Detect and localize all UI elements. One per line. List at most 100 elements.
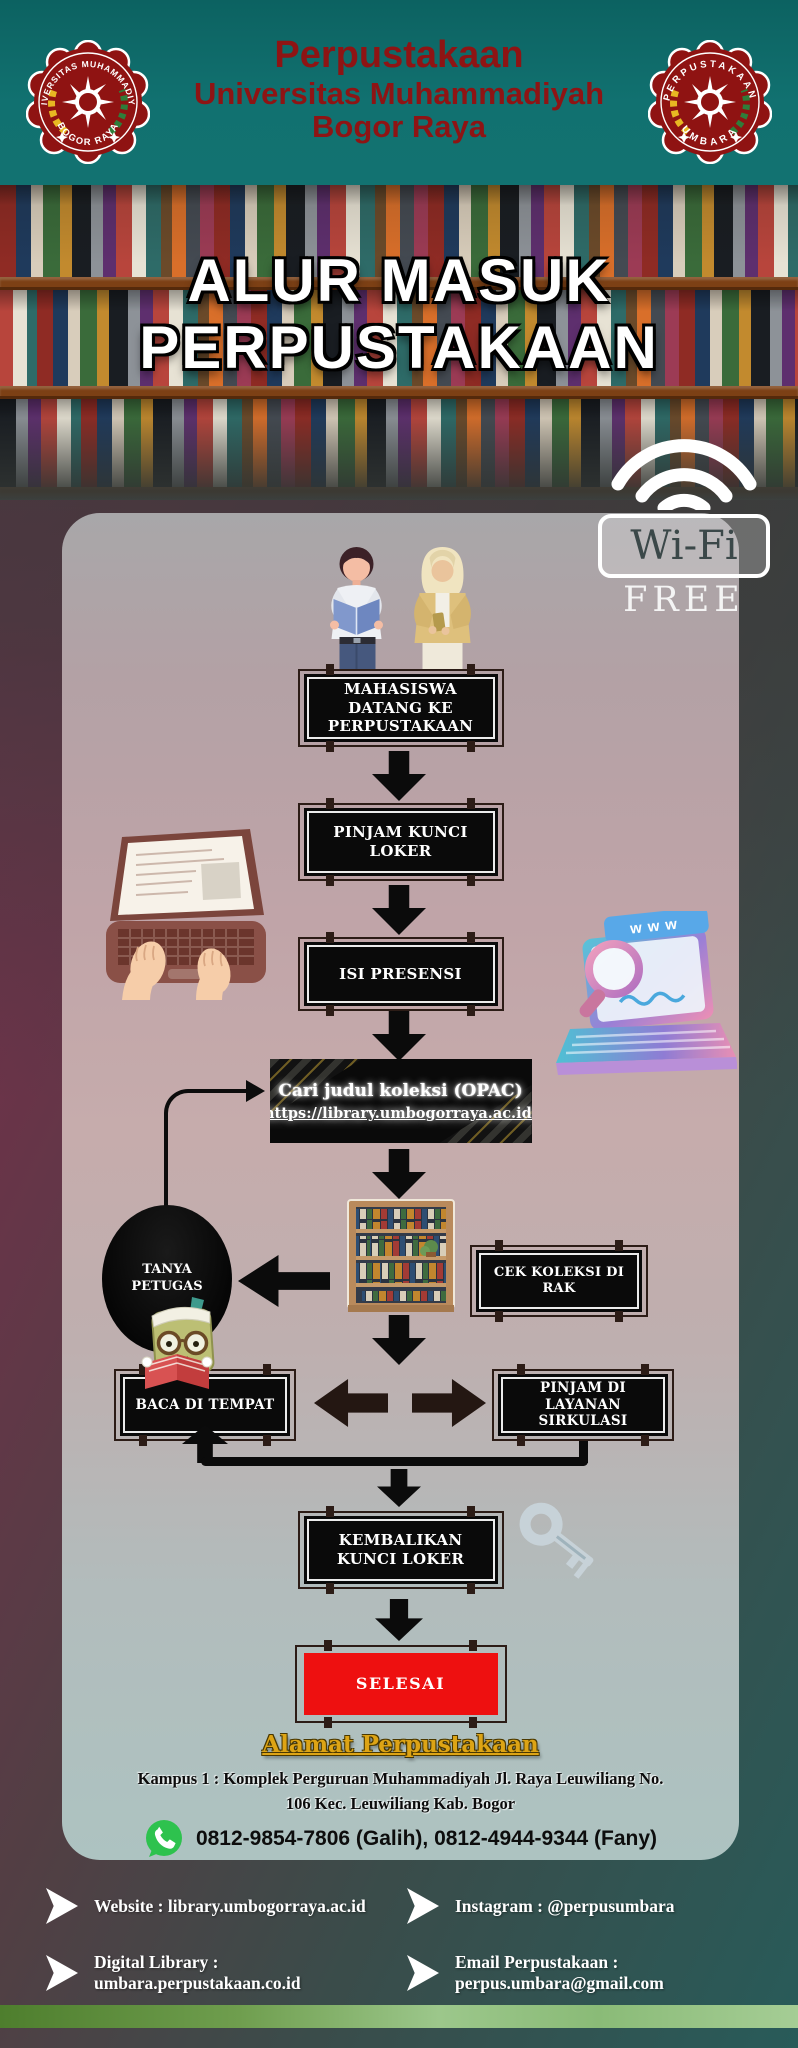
footer-label[interactable]: Instagram : @perpusumbara xyxy=(455,1895,675,1916)
address-line1: Kampus 1 : Komplek Perguruan Muhammadiya… xyxy=(137,1769,664,1788)
arrow-right-icon xyxy=(246,1080,265,1102)
loop-connector xyxy=(164,1089,250,1209)
flow-step-mahasiswa-datang: MAHASISWA DATANG KE PERPUSTAKAAN xyxy=(297,664,504,752)
connector-line xyxy=(201,1443,210,1463)
footer-links: Website : library.umbogorraya.ac.id Inst… xyxy=(0,1888,798,1994)
frame-square xyxy=(139,1364,148,1375)
flow-step-opac: Cari judul koleksi (OPAC) https://librar… xyxy=(269,1059,532,1143)
header-title-line1: Perpustakaan xyxy=(274,34,524,76)
frame-square xyxy=(468,1640,477,1651)
flow-step-kembalikan-kunci: KEMBALIKAN KUNCI LOKER xyxy=(297,1506,504,1594)
frame-square xyxy=(466,1583,475,1594)
frame-square xyxy=(466,932,475,943)
arrow-down-icon xyxy=(372,1149,426,1199)
frame-square xyxy=(517,1364,526,1375)
opac-title: Cari judul koleksi (OPAC) xyxy=(278,1080,523,1101)
wifi-label: Wi-Fi xyxy=(598,514,770,578)
frame-square xyxy=(326,664,335,675)
footer-item-email: Email Perpustakaan : perpus.umbara@gmail… xyxy=(407,1952,768,1994)
yellow-wreath xyxy=(48,88,69,135)
laptop-typing-illustration xyxy=(106,829,266,1000)
header-title-line3: Bogor Raya xyxy=(312,109,486,145)
frame-square xyxy=(517,1435,526,1446)
flow-step-label: BACA DI TEMPAT xyxy=(135,1396,275,1413)
footer-label[interactable]: Website : library.umbogorraya.ac.id xyxy=(94,1895,366,1916)
frame-square xyxy=(326,875,335,886)
address-line2: 106 Kec. Leuwiliang Kab. Bogor xyxy=(285,1793,516,1813)
flow-step-label: PINJAM KUNCI LOKER xyxy=(333,823,468,860)
flow-step-cek-koleksi: CEK KOLEKSI DI RAK xyxy=(470,1240,648,1322)
frame-square xyxy=(494,1240,503,1251)
flow-step-label: CEK KOLEKSI DI RAK xyxy=(493,1264,625,1296)
chevron-right-icon xyxy=(46,1888,78,1924)
frame-square xyxy=(466,741,475,752)
arrow-down-icon xyxy=(372,885,426,935)
frame-square xyxy=(326,1005,335,1016)
frame-square xyxy=(466,875,475,886)
wifi-badge: Wi-Fi FREE xyxy=(588,418,780,620)
green-stripe xyxy=(0,2005,798,2028)
frame-square xyxy=(326,1583,335,1594)
frame-square xyxy=(468,1717,477,1728)
flow-step-label: ISI PRESENSI xyxy=(339,964,462,983)
address-text: Kampus 1 : Komplek Perguruan Muhammadiya… xyxy=(111,1767,691,1817)
key-icon xyxy=(519,1502,594,1579)
frame-square xyxy=(324,1640,333,1651)
poster-title-line1: ALUR MASUK xyxy=(187,247,611,314)
poster-title-line2: PERPUSTAKAAN xyxy=(139,314,659,382)
frame-square xyxy=(615,1240,624,1251)
header-title: Perpustakaan Universitas Muhammadiyah Bo… xyxy=(139,34,659,144)
flow-step-label: SELESAI xyxy=(355,1674,446,1693)
footer-label[interactable]: Email Perpustakaan : perpus.umbara@gmail… xyxy=(455,1952,664,1993)
frame-square xyxy=(324,1717,333,1728)
footer-label[interactable]: Digital Library : umbara.perpustakaan.co… xyxy=(94,1952,301,1993)
flow-step-label: PINJAM DI LAYANAN SIRKULASI xyxy=(538,1379,628,1430)
chevron-right-icon xyxy=(407,1955,439,1991)
yellow-wreath xyxy=(670,88,691,135)
muhammadiyah-sun-icon xyxy=(62,76,114,128)
poster-title: ALUR MASUK PERPUSTAKAAN xyxy=(0,247,798,381)
flow-step-selesai: SELESAI xyxy=(294,1640,507,1728)
library-logo: PERPUSTAKAAN UMBARA xyxy=(648,40,772,164)
arrow-left-icon xyxy=(238,1255,330,1307)
whatsapp-icon xyxy=(145,1820,182,1857)
chevron-right-icon xyxy=(407,1888,439,1924)
frame-square xyxy=(466,1005,475,1016)
phone-numbers[interactable]: 0812-9854-7806 (Galih), 0812-4944-9344 (… xyxy=(195,1827,658,1850)
flow-step-label: MAHASISWA DATANG KE PERPUSTAKAAN xyxy=(327,679,474,736)
arrow-right-icon xyxy=(412,1379,486,1427)
frame-square xyxy=(615,1311,624,1322)
flow-step-isi-presensi: ISI PRESENSI xyxy=(297,932,504,1016)
www-label: www xyxy=(628,915,683,938)
flow-step-label: TANYA PETUGAS xyxy=(131,1262,203,1294)
frame-square xyxy=(640,1364,649,1375)
frame-square xyxy=(326,932,335,943)
wifi-icon xyxy=(611,439,757,510)
green-wreath xyxy=(729,88,750,135)
flow-step-label: KEMBALIKAN KUNCI LOKER xyxy=(336,1531,465,1568)
frame-square xyxy=(326,798,335,809)
wifi-free-label: FREE xyxy=(623,580,745,620)
flowchart-card: MAHASISWA DATANG KE PERPUSTAKAAN PINJAM … xyxy=(62,513,739,1860)
frame-square xyxy=(494,1311,503,1322)
frame-square xyxy=(466,664,475,675)
magnifier-icon xyxy=(585,940,643,998)
phone-row: 0812-9854-7806 (Galih), 0812-4944-9344 (… xyxy=(62,1819,739,1859)
connector-line xyxy=(201,1457,588,1466)
chevron-right-icon xyxy=(46,1955,78,1991)
arrow-down-icon xyxy=(372,1315,426,1365)
students-illustration xyxy=(329,547,471,671)
book-mascot-illustration xyxy=(141,1297,215,1389)
frame-square xyxy=(262,1364,271,1375)
opac-link[interactable]: https://library.umbogorraya.ac.id/ xyxy=(269,1104,532,1122)
footer-item-website: Website : library.umbogorraya.ac.id xyxy=(46,1888,407,1924)
footer-item-instagram: Instagram : @perpusumbara xyxy=(407,1888,768,1924)
connector-line xyxy=(579,1441,588,1463)
opac-search-illustration: www xyxy=(556,911,737,1075)
frame-square xyxy=(326,741,335,752)
flow-step-pinjam-kunci: PINJAM KUNCI LOKER xyxy=(297,798,504,886)
university-logo: UNIVERSITAS MUHAMMADIYAH BOGOR RAYA xyxy=(26,40,150,164)
frame-square xyxy=(262,1435,271,1446)
frame-square xyxy=(640,1435,649,1446)
address-heading: Alamat Perpustakaan xyxy=(262,1731,539,1758)
